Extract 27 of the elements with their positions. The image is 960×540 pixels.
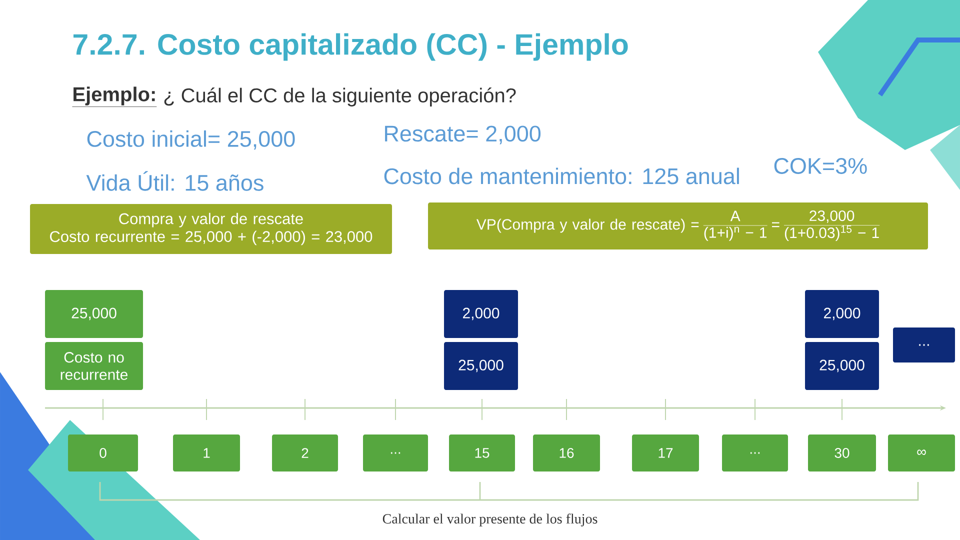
formula-banner: VP(Compra y valor de rescate) = A (1+i)$^{n}$ − 1 = 23,000 (1+0.03)$^{15}$ − 1 [428, 202, 928, 250]
title: 7.2.7. Costo capitalizado (CC) - Ejemplo [73, 33, 628, 61]
parameter-text: Costo inicial= 25,000 [87, 130, 295, 150]
value-box: 0 [68, 434, 138, 472]
value-box: 2 [272, 434, 338, 472]
value-box: ∞ [888, 434, 955, 472]
value-box: 2,000 [805, 290, 879, 338]
parameter-text: Costo de mantenimiento: 125 anual [384, 168, 739, 184]
value-box: 15 [449, 434, 515, 472]
value-box: Costo no recurrente [45, 342, 144, 390]
value-box: 30 [808, 434, 876, 472]
value-box: 25,000 [444, 342, 518, 390]
value-box: 25,000 [805, 342, 879, 390]
parameter-text: COK=3% [774, 158, 867, 174]
caption-text: Calcular el valor presente de los flujos [382, 514, 598, 526]
value-box: 1 [173, 434, 240, 472]
parameter-text: Rescate= 2,000 [385, 126, 541, 144]
text-banner: Compra y valor de rescate Costo recurrente = 25,000 + (-2,000) = 23,000 [30, 204, 392, 254]
value-box: 25,000 [45, 290, 144, 338]
value-box: 2,000 [444, 290, 518, 338]
value-box: ... [363, 434, 428, 472]
value-box: 16 [533, 434, 600, 472]
heading-text: Ejemplo: [72, 86, 157, 107]
value-box: 17 [632, 434, 699, 472]
question-text: ¿ Cuál el CC de la siguiente operación? [164, 88, 516, 106]
value-box: ... [722, 434, 788, 472]
value-box: ... [893, 328, 955, 362]
